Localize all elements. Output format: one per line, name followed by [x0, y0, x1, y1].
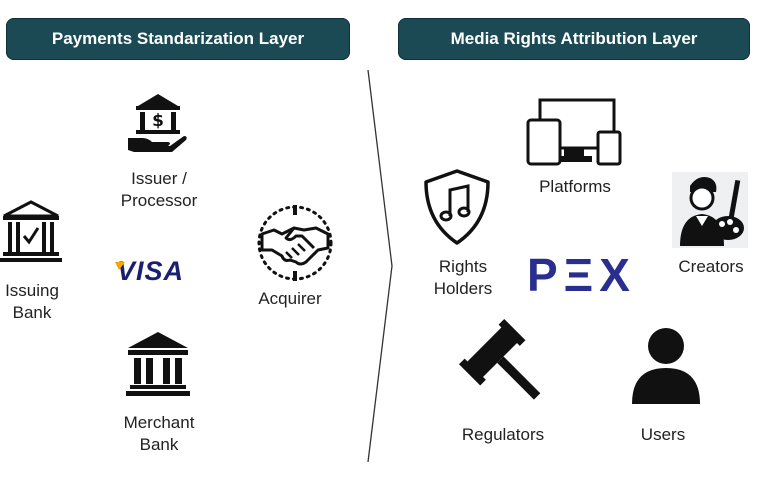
pex-logo: PΞX: [527, 249, 636, 301]
acquirer-label: Acquirer: [258, 289, 322, 308]
handshake-icon: [257, 205, 333, 281]
creator-painter-icon: [672, 172, 748, 248]
bank-icon: [0, 200, 62, 262]
visa-accent-icon: [115, 262, 125, 270]
payments-layer-header: Payments Standarization Layer: [6, 18, 350, 60]
creators-label: Creators: [678, 257, 744, 276]
music-shield-icon: [424, 169, 490, 245]
platforms-devices-icon: [526, 98, 622, 166]
media-rights-layer-header: Media Rights Attribution Layer: [398, 18, 750, 60]
svg-text:$: $: [152, 111, 164, 131]
visa-logo: VISA: [117, 256, 184, 287]
platforms-label: Platforms: [539, 177, 611, 196]
bank-icon: [126, 332, 190, 396]
merchant-bank-label: Merchant Bank: [123, 413, 195, 454]
layer-divider-arrow: [367, 70, 393, 462]
rights-holders-label: Rights Holders: [433, 257, 493, 298]
user-icon: [632, 328, 700, 404]
issuer-processor-label: Issuer / Processor: [120, 169, 198, 210]
visa-logo-text: VISA: [117, 256, 185, 286]
users-label: Users: [640, 425, 686, 444]
issuing-bank-label: Issuing Bank: [5, 281, 59, 322]
gavel-icon: [458, 318, 541, 400]
regulators-label: Regulators: [461, 425, 545, 444]
hand-money-icon: $: [128, 94, 187, 152]
